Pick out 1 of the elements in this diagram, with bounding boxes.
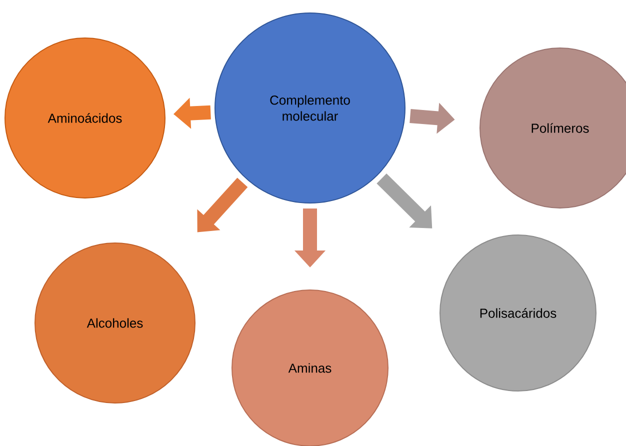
- block-arrow: [376, 174, 432, 228]
